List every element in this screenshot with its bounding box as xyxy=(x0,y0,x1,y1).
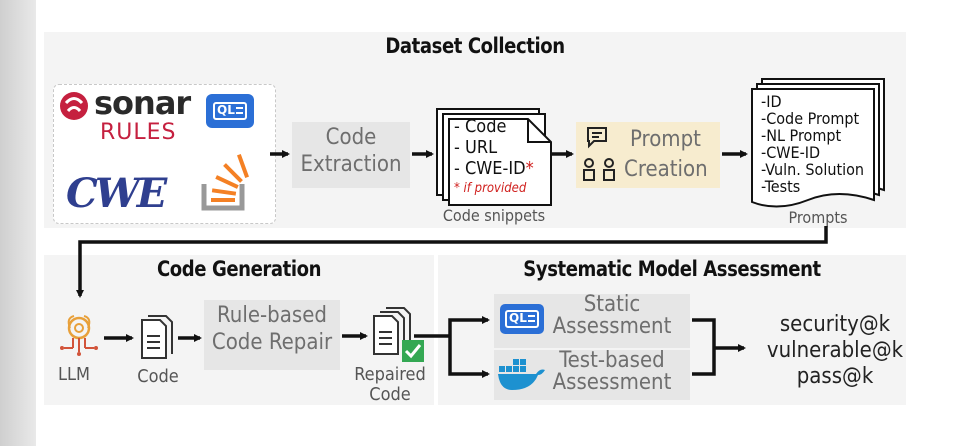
codeql-logo: QL xyxy=(206,94,254,128)
repaired-label-line2: Code xyxy=(369,384,411,405)
repaired-code-icon xyxy=(373,307,424,362)
llm-label: LLM xyxy=(57,364,90,385)
metrics-block: security@k vulnerable@k pass@k xyxy=(760,312,910,390)
prompt-creation-line2: Creation xyxy=(624,157,708,182)
cwe-logo: CWE xyxy=(66,170,167,217)
prompt-creation-line1: Prompt xyxy=(630,127,701,152)
prompt-creation-box: Prompt Creation xyxy=(576,122,720,188)
sonar-word: sonar xyxy=(94,84,191,122)
snippet-note: * if provided xyxy=(454,181,527,196)
code-extraction-line2: Extraction xyxy=(300,152,402,177)
sonar-icon xyxy=(60,92,88,120)
repaired-label-line1: Repaired xyxy=(354,364,426,385)
static-ql-icon: QL xyxy=(500,304,544,334)
prompt-field-code: -Code Prompt xyxy=(761,109,860,128)
test-assessment-box: Test-based Assessment xyxy=(494,350,690,400)
sonar-rules: RULES xyxy=(100,120,177,145)
code-snippet-doc: - Code - URL - CWE-ID* * if provided xyxy=(448,116,552,206)
prompt-field-nl: -NL Prompt xyxy=(761,126,842,145)
dataset-collection-title: Dataset Collection xyxy=(385,34,565,58)
test-line1: Test-based xyxy=(559,348,665,373)
people-icon xyxy=(583,158,615,181)
prompt-field-tests: -Tests xyxy=(761,177,801,196)
sonar-logo: sonar RULES xyxy=(58,84,208,150)
metric-pass: pass@k xyxy=(796,364,874,389)
snippet-line-cwe: - CWE-ID xyxy=(454,158,526,179)
snippet-star: * xyxy=(525,158,534,179)
prompt-field-cwe: -CWE-ID xyxy=(761,143,821,162)
rule-repair-line1: Rule-based xyxy=(217,303,327,328)
code-label: Code xyxy=(137,366,179,387)
check-icon xyxy=(402,340,424,362)
llm-icon xyxy=(60,315,98,356)
prompt-field-vuln: -Vuln. Solution xyxy=(761,160,865,179)
static-line1: Static xyxy=(583,292,641,317)
stackoverflow-icon xyxy=(201,154,249,211)
code-generation-title: Code Generation xyxy=(156,257,322,281)
snippet-line-url: - URL xyxy=(454,137,498,158)
prompts-caption: Prompts xyxy=(788,208,848,227)
chat-icon xyxy=(587,127,607,149)
prompts-doc: -ID -Code Prompt -NL Prompt -CWE-ID -Vul… xyxy=(748,78,888,212)
code-doc-icon xyxy=(141,315,173,359)
ql-text: QL xyxy=(217,103,235,117)
docker-icon xyxy=(498,359,545,390)
assessment-title: Systematic Model Assessment xyxy=(523,257,821,281)
metric-security: security@k xyxy=(779,312,891,337)
static-ql-text: QL xyxy=(509,311,527,325)
test-line2: Assessment xyxy=(552,370,672,395)
code-extraction-box: Code Extraction xyxy=(292,122,410,188)
left-margin-strip xyxy=(0,0,36,446)
prompt-field-id: -ID xyxy=(761,92,782,111)
rule-repair-box: Rule-based Code Repair xyxy=(204,300,340,370)
static-line2: Assessment xyxy=(552,314,672,339)
code-extraction-line1: Code xyxy=(325,125,377,150)
rule-repair-line2: Code Repair xyxy=(211,330,333,355)
metric-vulnerable: vulnerable@k xyxy=(766,338,904,363)
snippet-line-code: - Code xyxy=(454,116,507,137)
code-snippets-caption: Code snippets xyxy=(442,206,546,225)
